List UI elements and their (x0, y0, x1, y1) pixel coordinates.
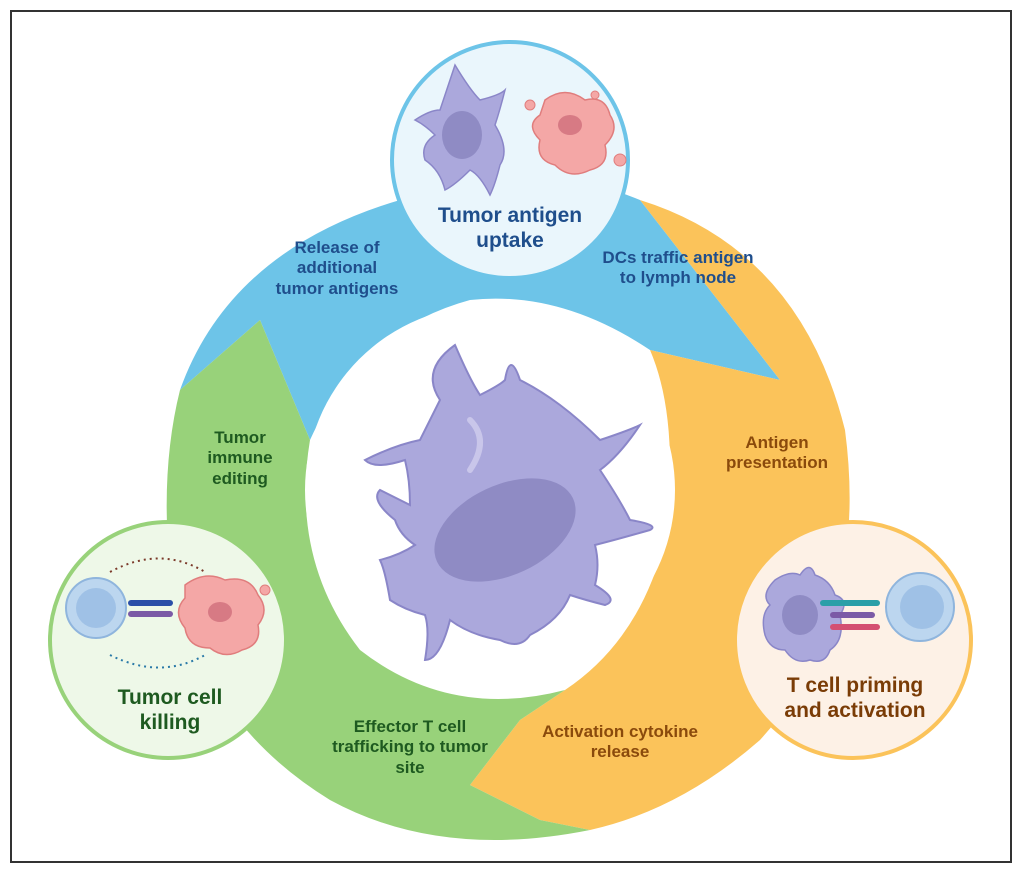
t-cell-icon (65, 577, 127, 639)
label-effector-trafficking: Effector T cell trafficking to tumor sit… (332, 717, 488, 777)
label-dcs-traffic: DCs traffic antigen to lymph node (602, 248, 754, 288)
node-title-tumor-cell-killing: Tumor cell killing (117, 686, 223, 735)
tumor-cell-icon (177, 575, 271, 656)
label-tumor-immune-editing: Tumor immune editing (207, 428, 273, 488)
label-antigen-presentation: Antigen presentation (725, 433, 829, 473)
label-activation-cytokine: Activation cytokine release (542, 722, 698, 762)
dendritic-cell-icon (413, 63, 507, 197)
receptor-complex-icon (820, 600, 880, 630)
node-title-tumor-antigen-uptake: Tumor antigen uptake (437, 204, 583, 253)
node-t-cell-priming (733, 520, 973, 760)
blue-ring-segment (180, 175, 780, 440)
receptor-complex-icon (128, 600, 173, 617)
node-tumor-antigen-uptake (390, 40, 630, 280)
green-ring-segment (166, 320, 590, 840)
t-cell-icon (885, 572, 955, 642)
tumor-cell-icon (524, 90, 627, 175)
dendritic-cell-icon (363, 343, 654, 662)
dendritic-cell-icon (762, 566, 845, 662)
node-tumor-cell-killing (48, 520, 288, 760)
node-title-t-cell-priming: T cell priming and activation (784, 674, 926, 723)
label-release-antigens: Release of additional tumor antigens (275, 238, 399, 298)
